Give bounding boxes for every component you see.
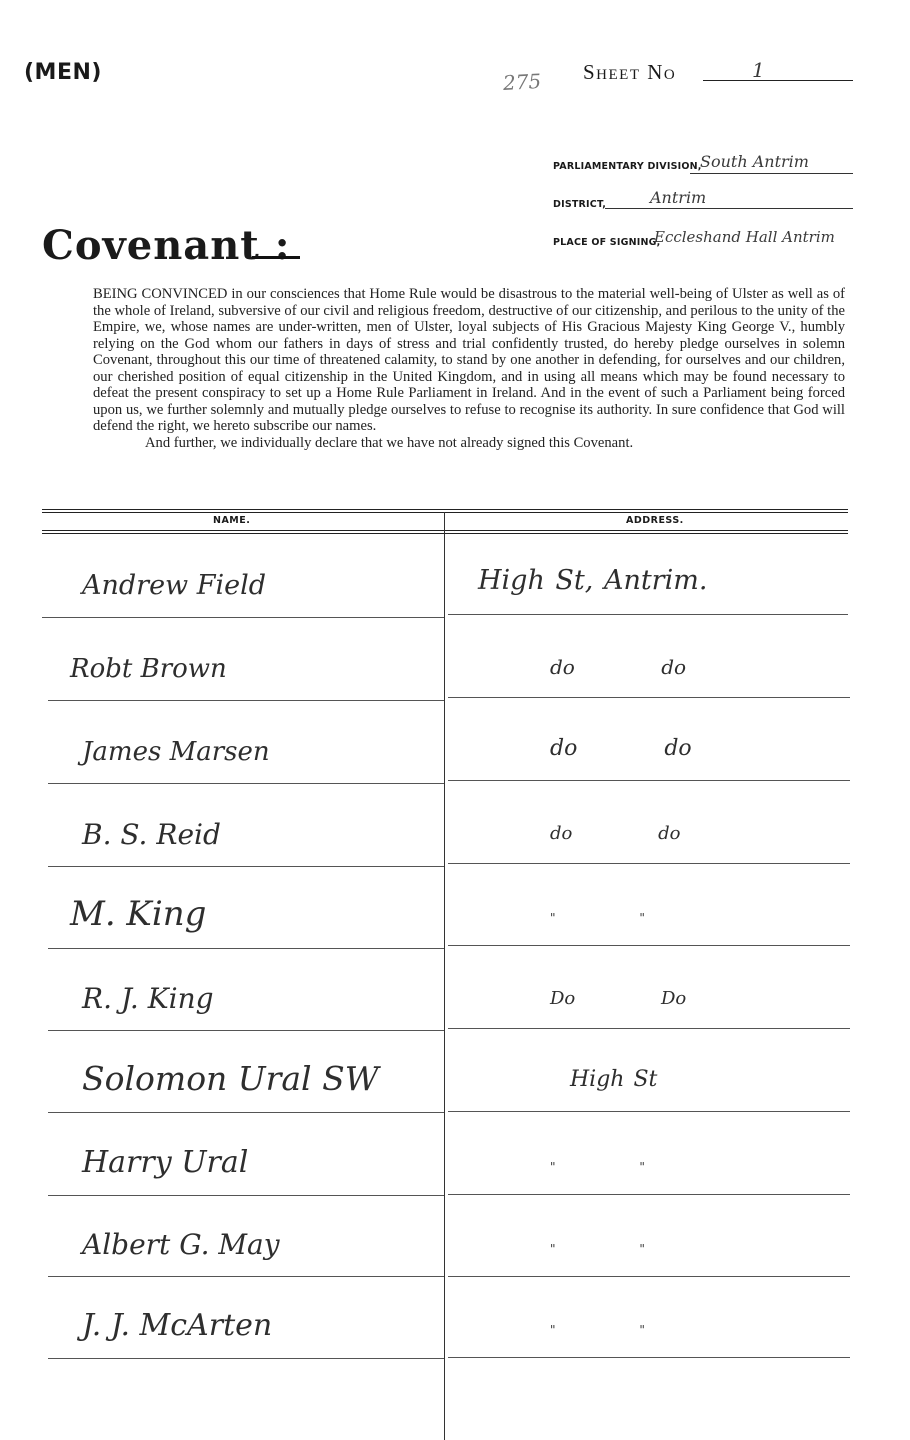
signer-name: R. J. King [82, 982, 214, 1015]
header-rule-2 [42, 533, 848, 534]
division-line [690, 173, 853, 174]
name-line [48, 866, 444, 867]
address-line [448, 1357, 850, 1358]
name-line [48, 783, 444, 784]
signer-name: Albert G. May [82, 1228, 280, 1261]
signer-address: Do Do [550, 988, 687, 1009]
covenant-title: Covenant : [42, 222, 291, 269]
address-line [448, 1194, 850, 1195]
signer-name: Solomon Ural SW [82, 1059, 379, 1098]
covenant-declaration: And further, we individually declare tha… [145, 434, 634, 451]
col-header-name: NAME. [213, 515, 251, 526]
address-line [448, 780, 850, 781]
signer-name: B. S. Reid [82, 818, 221, 851]
address-line [448, 863, 850, 864]
signer-name: James Marsen [82, 737, 270, 767]
district-value: Antrim [650, 188, 707, 207]
column-divider [444, 512, 445, 1440]
name-line [48, 1195, 444, 1196]
covenant-paragraph: BEING CONVINCED in our consciences that … [93, 286, 845, 434]
address-line [448, 697, 850, 698]
name-line [48, 1030, 444, 1031]
division-label: PARLIAMENTARY DIVISION, [553, 161, 702, 172]
signer-address: " " [550, 1242, 645, 1256]
address-line [448, 1276, 850, 1277]
signer-address: " " [550, 911, 645, 925]
name-line [48, 700, 444, 701]
address-line [448, 1111, 850, 1112]
name-line [42, 617, 444, 618]
address-line [448, 614, 848, 615]
sheet-number: 1 [752, 58, 765, 82]
table-top-rule-2 [42, 512, 848, 513]
col-header-address: ADDRESS. [626, 515, 684, 526]
signer-address: do do [550, 823, 681, 844]
address-line [448, 1028, 850, 1029]
covenant-text: BEING CONVINCED in our consciences that … [93, 286, 845, 451]
form-category: (MEN) [24, 60, 102, 85]
pencil-number: 275 [502, 69, 542, 95]
table-top-rule [42, 509, 848, 510]
signer-address: " " [550, 1160, 645, 1174]
signer-address: " " [550, 1323, 645, 1337]
signer-address: do do [550, 736, 692, 761]
signer-name: J. J. McArten [82, 1308, 273, 1343]
signer-address: High St, Antrim. [478, 565, 708, 596]
signer-name: Robt Brown [70, 654, 227, 684]
name-line [48, 948, 444, 949]
signer-name: M. King [70, 894, 207, 934]
place-label: PLACE OF SIGNING, [553, 237, 661, 248]
signer-name: Andrew Field [82, 570, 267, 601]
district-label: DISTRICT, [553, 199, 607, 210]
signer-address: High St [570, 1067, 658, 1092]
division-value: South Antrim [700, 152, 809, 171]
district-line [605, 208, 853, 209]
header-rule [42, 530, 848, 531]
name-line [48, 1112, 444, 1113]
signer-name: Harry Ural [82, 1145, 249, 1180]
name-line [48, 1276, 444, 1277]
sheet-label: Sheet No [583, 60, 677, 84]
address-line [448, 945, 850, 946]
place-value: Eccleshand Hall Antrim [654, 228, 835, 246]
sheet-number-line [703, 80, 853, 81]
name-line [48, 1358, 444, 1359]
signer-address: do do [550, 655, 687, 679]
title-dash [252, 256, 300, 259]
